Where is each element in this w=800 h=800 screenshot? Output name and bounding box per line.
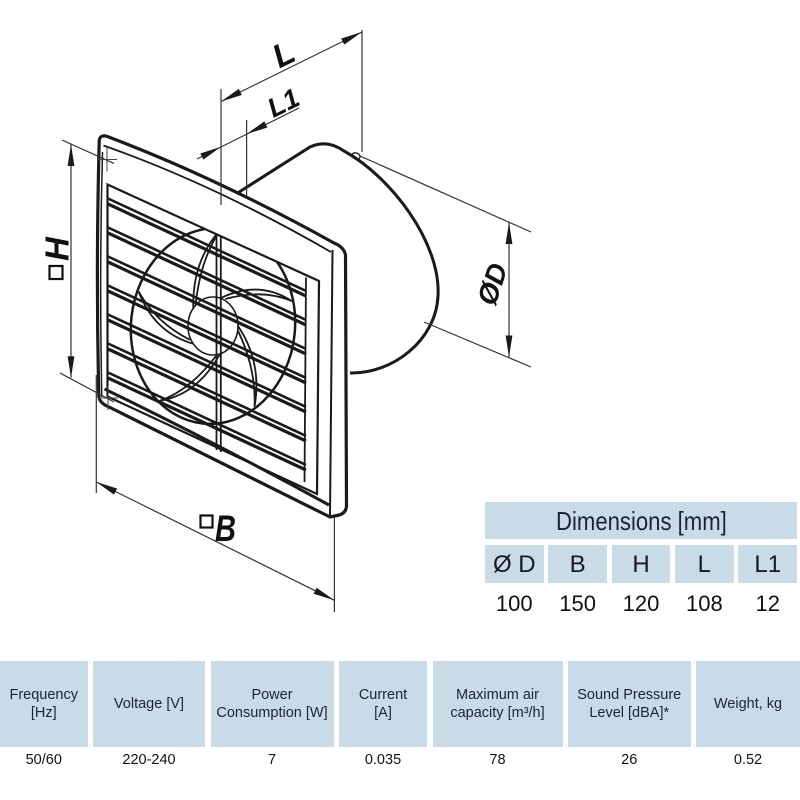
svg-text:ØD: ØD (471, 259, 513, 309)
svg-text:B: B (215, 508, 236, 549)
svg-text:L1: L1 (263, 83, 305, 124)
svg-text:H: H (39, 236, 76, 261)
svg-text:L: L (266, 33, 301, 75)
